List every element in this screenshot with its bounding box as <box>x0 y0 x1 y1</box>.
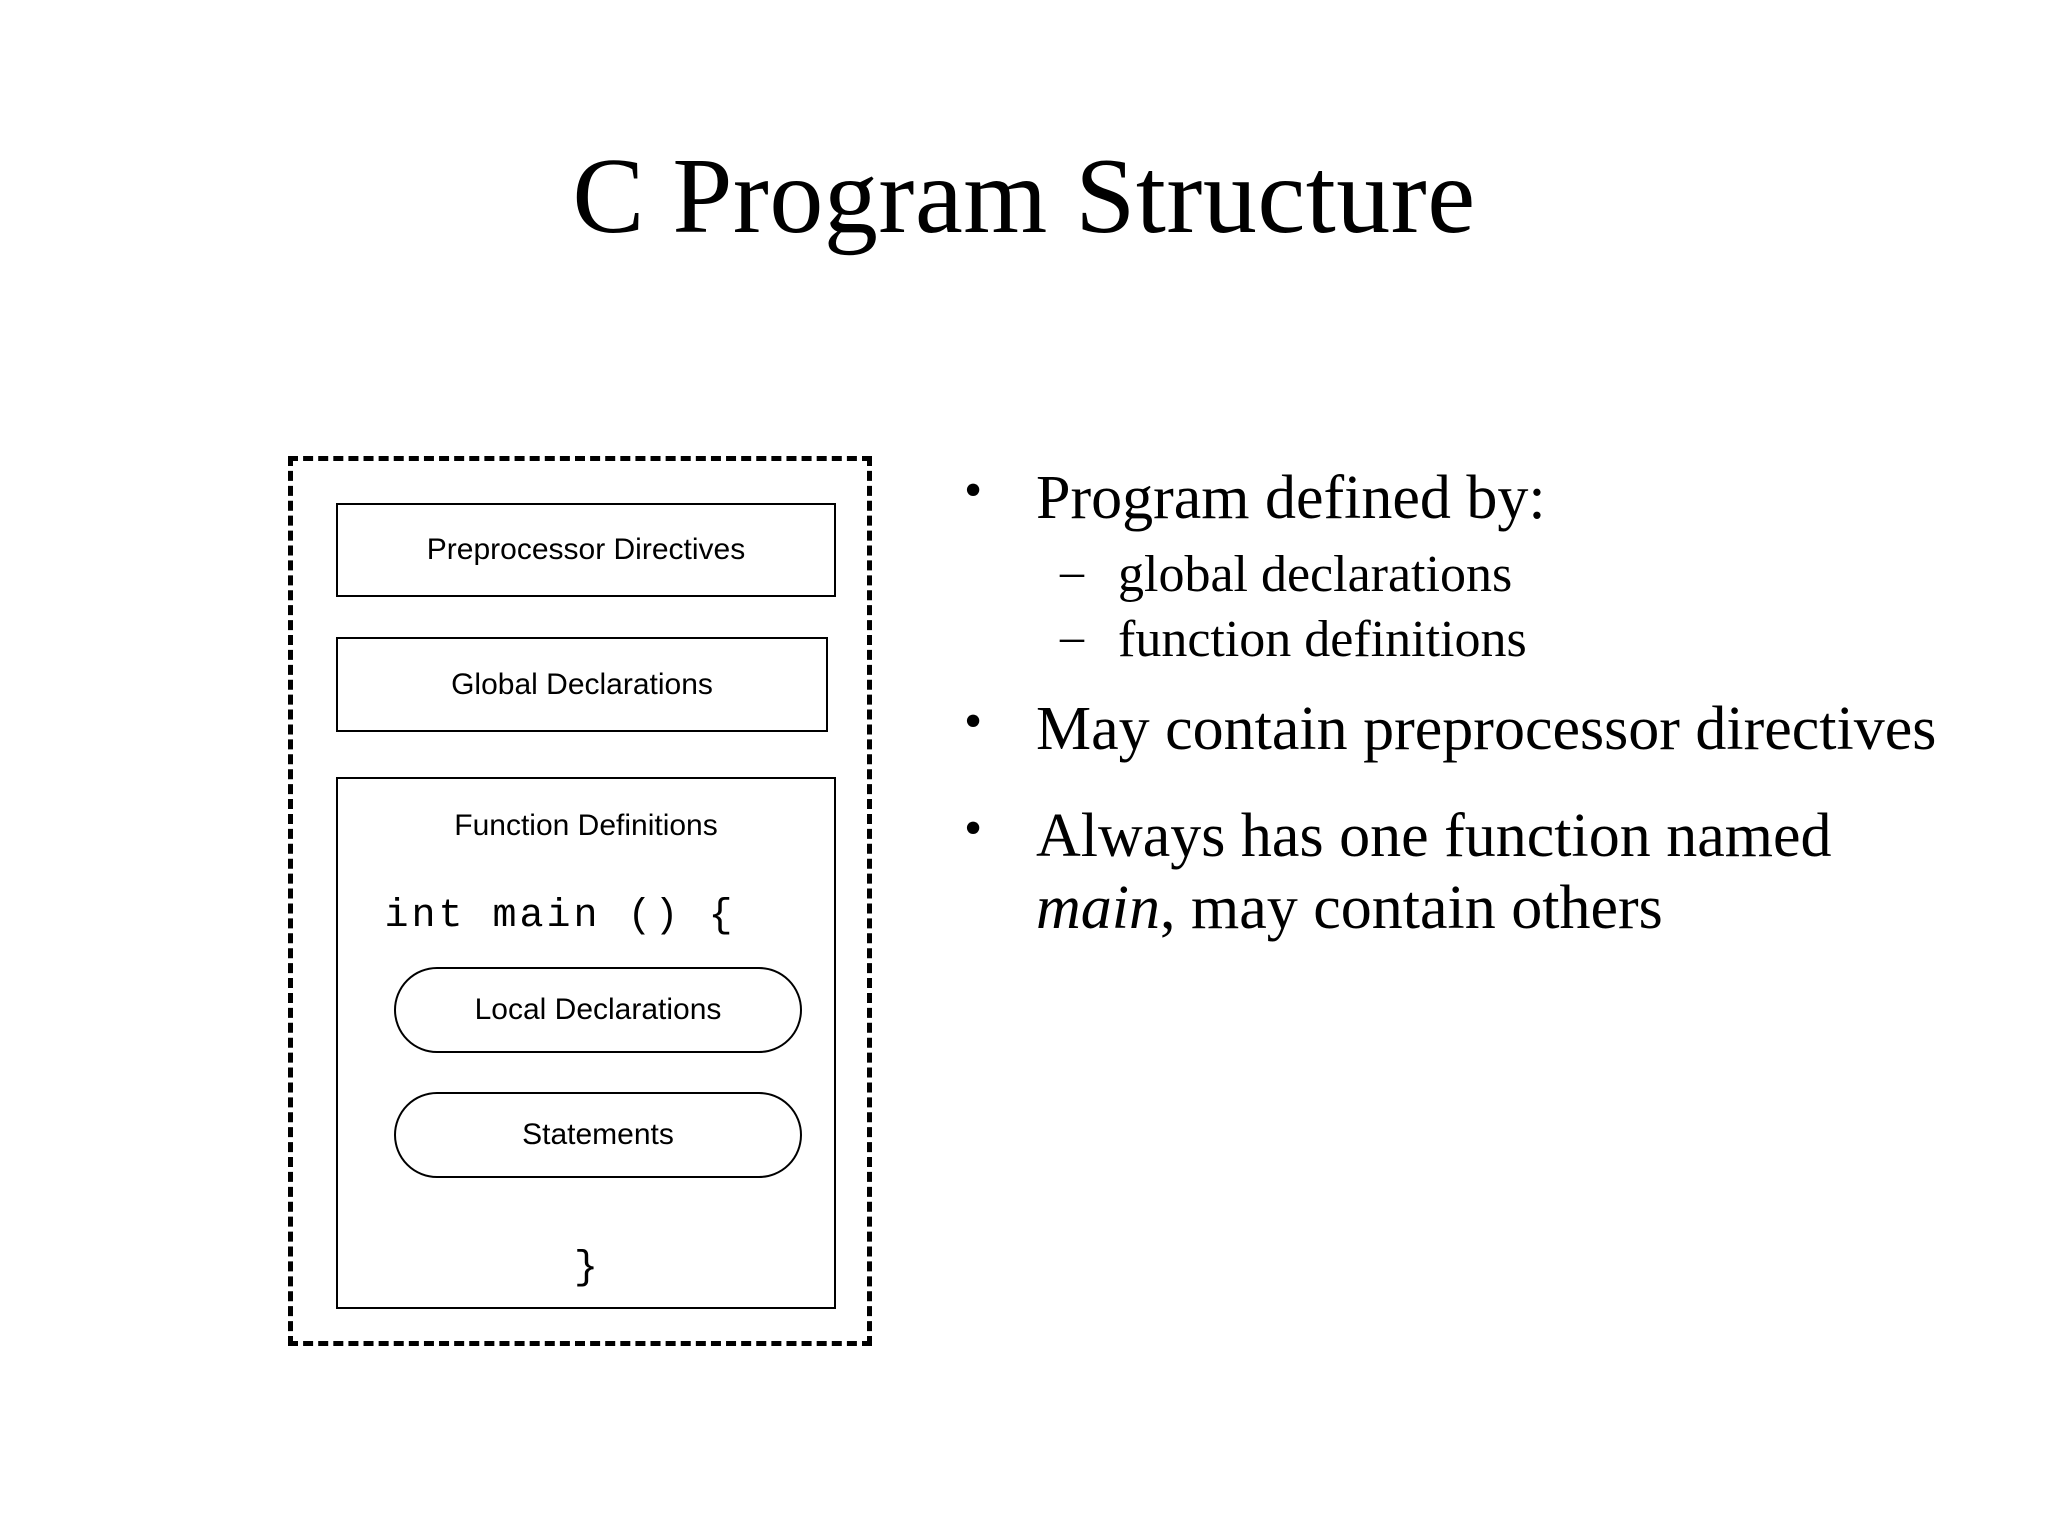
bullet-text-italic-main: main <box>1036 874 1160 943</box>
bullet-list: • Program defined by: – global declarati… <box>950 462 1960 953</box>
dash-marker-icon: – <box>1060 544 1084 598</box>
code-line-main-close: } <box>573 1246 598 1291</box>
bullet-item-function-definitions: – function definitions <box>950 608 1960 671</box>
bullet-text-before: Always has one function named <box>1036 801 1832 870</box>
c-program-structure-diagram: Preprocessor Directives Global Declarati… <box>288 456 872 1346</box>
pill-label-statements: Statements <box>522 1118 674 1151</box>
bullet-marker-icon: • <box>964 462 983 519</box>
bullet-text: function definitions <box>1118 610 1527 668</box>
bullet-item-always-has-one-function-main: • Always has one function named main, ma… <box>950 800 1960 945</box>
bullet-item-global-declarations: – global declarations <box>950 543 1960 606</box>
bullet-text: global declarations <box>1118 545 1513 603</box>
code-line-main-open: int main () { <box>384 894 736 939</box>
program-dashed-frame <box>288 456 872 1346</box>
bullet-marker-icon: • <box>964 799 983 857</box>
bullet-marker-icon: • <box>964 693 983 751</box>
bullet-text: Program defined by: <box>1036 464 1546 532</box>
box-label-function-definitions: Function Definitions <box>454 809 718 842</box>
pill-statements: Statements <box>394 1092 802 1178</box>
bullet-item-program-defined-by: • Program defined by: <box>950 462 1960 535</box>
bullet-item-may-contain-preprocessor-directives: • May contain preprocessor directives <box>950 693 1960 766</box>
box-function-definitions: Function Definitions int main () { Local… <box>336 777 836 1309</box>
box-global-declarations: Global Declarations <box>336 637 828 732</box>
pill-local-declarations: Local Declarations <box>394 967 802 1053</box>
dash-marker-icon: – <box>1060 609 1084 663</box>
box-label-preprocessor-directives: Preprocessor Directives <box>426 533 746 566</box>
pill-label-local-declarations: Local Declarations <box>474 993 722 1026</box>
box-preprocessor-directives: Preprocessor Directives <box>336 503 836 597</box>
bullet-text-after: , may contain others <box>1160 874 1663 943</box>
page-title: C Program Structure <box>572 137 1476 256</box>
bullet-text: May contain preprocessor directives <box>1036 695 1937 764</box>
box-label-global-declarations: Global Declarations <box>451 667 713 701</box>
